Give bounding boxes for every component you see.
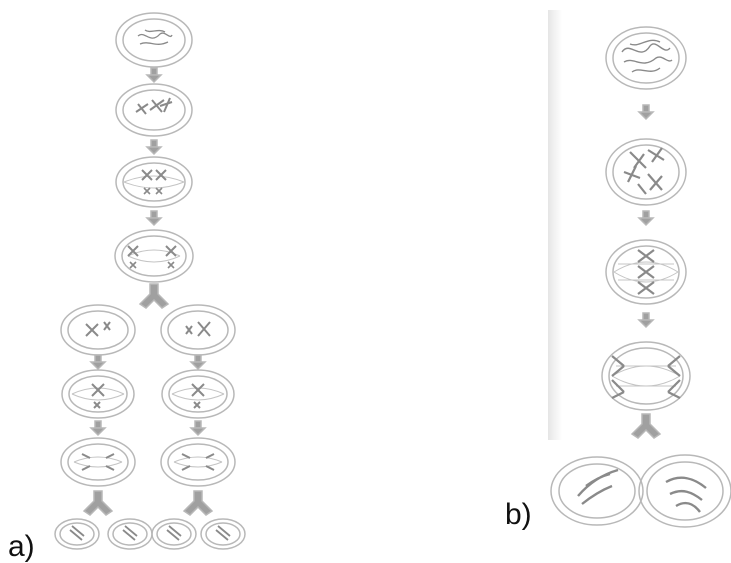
a-cell-anaphase-1 xyxy=(114,229,194,283)
b-daughter-cells xyxy=(550,454,731,528)
a-arrow-right-1 xyxy=(190,354,206,370)
b-cell-metaphase xyxy=(605,239,687,305)
b-arrow-1 xyxy=(638,104,654,120)
panel-a-meiosis xyxy=(54,12,246,550)
b-split-arrow xyxy=(631,413,661,439)
panel-a-label: a) xyxy=(8,530,35,563)
a-cell-metaphase-1 xyxy=(115,156,193,208)
a-cell-right-anaphase-2 xyxy=(160,437,236,487)
a-arrow-3 xyxy=(146,210,162,226)
a-daughter-cells xyxy=(54,518,246,550)
a-cell-left-metaphase-2 xyxy=(61,369,135,419)
b-cell-anaphase xyxy=(601,341,691,411)
b-cell-interphase xyxy=(605,26,687,90)
panel-b-label: b) xyxy=(505,498,532,531)
a-cell-right-prophase-2 xyxy=(160,304,236,356)
a-arrow-left-1 xyxy=(90,354,106,370)
b-cell-prophase xyxy=(605,138,687,206)
b-arrow-2 xyxy=(638,210,654,226)
a-arrow-right-2 xyxy=(190,420,206,436)
a-cell-left-prophase-2 xyxy=(60,304,136,356)
a-split-arrow-left xyxy=(83,490,113,516)
a-split-arrow-1 xyxy=(139,283,169,309)
panel-b-mitosis xyxy=(550,26,731,528)
a-split-arrow-right xyxy=(183,490,213,516)
a-cell-interphase xyxy=(115,12,193,68)
page-edge-shadow xyxy=(548,10,562,440)
a-cell-prophase xyxy=(115,83,193,137)
b-arrow-3 xyxy=(638,312,654,328)
a-arrow-2 xyxy=(146,139,162,155)
a-cell-right-metaphase-2 xyxy=(161,369,235,419)
a-cell-left-anaphase-2 xyxy=(60,437,136,487)
a-arrow-left-2 xyxy=(90,420,106,436)
a-arrow-1 xyxy=(146,67,162,83)
